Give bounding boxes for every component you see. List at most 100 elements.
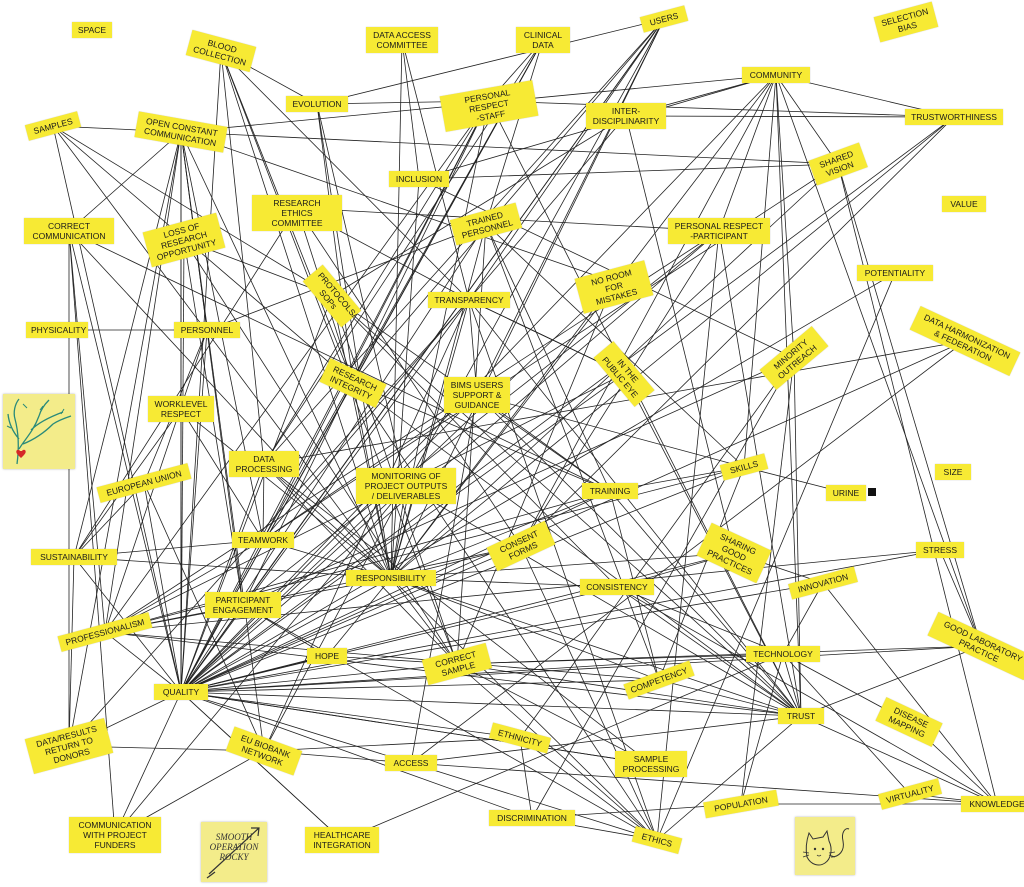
note-stress: STRESS xyxy=(916,542,964,558)
edge-prpart-ethics xyxy=(656,230,720,841)
edge-potentiality-quality xyxy=(180,272,896,693)
edge-protocols-consistency xyxy=(331,295,618,588)
note-evolution: EVOLUTION xyxy=(286,96,348,112)
note-size: SIZE xyxy=(935,464,971,480)
edge-prstaff-trust xyxy=(488,100,802,717)
edge-technology-virtuality xyxy=(782,653,911,795)
edge-trust-knowledge xyxy=(800,715,998,805)
edge-samples-integrity xyxy=(52,125,354,384)
edge-transparency-dataresults xyxy=(68,299,470,747)
note-consistency: CONSISTENCY xyxy=(580,579,654,595)
edge-partengage-quality xyxy=(180,604,244,693)
edge-personnel-trained xyxy=(206,223,487,331)
edge-dac-inclusion xyxy=(401,39,420,180)
edge-glp-trust xyxy=(800,645,982,717)
edge-trust-ethics xyxy=(656,715,802,841)
edge-evolution-responsibility xyxy=(316,103,392,579)
edge-integrity-training xyxy=(352,382,611,492)
edge-blood-transparency xyxy=(220,50,470,301)
edge-noroom-occ xyxy=(180,131,615,283)
edge-professionalism-quality xyxy=(104,631,182,693)
edge-users-transparency xyxy=(468,18,665,301)
edge-community-prpart xyxy=(718,74,777,232)
edge-publiceye-quality xyxy=(180,373,625,693)
edge-eu-eubiobank xyxy=(143,482,265,752)
note-potentiality: POTENTIALITY xyxy=(857,265,933,281)
edge-clinical-trained xyxy=(485,39,544,225)
note-prpart: PERSONAL RESPECT -PARTICIPANT xyxy=(668,218,770,244)
edge-community-shared xyxy=(775,74,839,165)
edge-bims-skills xyxy=(476,394,745,468)
edge-sustain-responsibility xyxy=(73,556,392,579)
edge-inter-teamwork xyxy=(262,115,627,541)
edge-users-bims xyxy=(476,18,665,396)
edge-transparency-responsibility xyxy=(390,299,470,579)
edge-dataproc-quality xyxy=(180,463,265,693)
edge-trust-access xyxy=(410,715,802,764)
edge-inclusion-minority xyxy=(418,178,795,359)
edge-dataproc-sampleproc xyxy=(263,463,652,765)
edge-innovation-technology xyxy=(782,582,824,655)
edge-protocols-quality xyxy=(180,295,333,693)
edge-responsibility-trust xyxy=(390,577,802,717)
note-sustain: SUSTAINABILITY xyxy=(31,549,117,565)
note-access: ACCESS xyxy=(385,755,437,771)
edge-prpart-trust xyxy=(718,230,802,717)
note-teamwork: TEAMWORK xyxy=(232,532,294,548)
note-partengage: PARTICIPANT ENGAGEMENT xyxy=(205,592,281,618)
edge-blood-quality xyxy=(180,50,222,693)
edge-monitoring-trust xyxy=(405,485,802,717)
edge-partengage-ethics xyxy=(242,604,658,841)
note-hope: HOPE xyxy=(307,648,347,664)
edge-sampleproc-quality xyxy=(180,691,652,765)
edge-dataproc-responsibility xyxy=(263,463,392,579)
edge-sustain-dataresults xyxy=(68,556,75,747)
note-space: SPACE xyxy=(72,22,112,38)
edge-technology-trust xyxy=(782,653,802,717)
edge-community-trust xyxy=(775,74,802,717)
edge-dataharm-dataproc xyxy=(263,340,966,465)
edge-minority-partengage xyxy=(242,357,795,606)
note-monitoring: MONITORING OF PROJECT OUTPUTS / DELIVERA… xyxy=(356,468,456,504)
edge-rec-consent xyxy=(296,207,522,547)
edge-healthcare-quality xyxy=(180,691,343,841)
edge-consistency-technology xyxy=(616,586,784,655)
edge-training-responsibility xyxy=(390,490,611,579)
cat-sketch-note xyxy=(795,817,855,875)
edge-training-professionalism xyxy=(104,490,611,633)
note-value: VALUE xyxy=(942,196,986,212)
edge-quality-ethnicity xyxy=(180,691,521,739)
edge-responsibility-correctsample xyxy=(390,577,458,665)
cat-sketch-icon xyxy=(802,828,850,866)
edge-trustw-consent xyxy=(520,116,955,547)
edge-trained-correctsample xyxy=(456,223,487,665)
edge-clinical-teamwork xyxy=(262,39,544,541)
edge-technology-population xyxy=(740,653,784,805)
edge-transparency-trust xyxy=(468,299,802,717)
edge-users-evolution xyxy=(316,18,665,105)
edge-potentiality-ethics xyxy=(656,272,896,841)
edge-sharing-responsibility xyxy=(390,552,735,579)
edge-stress-professionalism xyxy=(104,549,941,633)
note-quality: QUALITY xyxy=(154,684,208,700)
smooth-operation-text: SMOOTH OPERATION ROCKY xyxy=(209,832,259,862)
edge-worklevel-responsibility xyxy=(180,408,392,579)
edge-users-integrity xyxy=(352,18,665,384)
edge-correctsample-ethics xyxy=(456,663,658,841)
arrows-sketch-icon xyxy=(206,827,260,879)
tree-sketch-icon xyxy=(6,398,72,465)
edge-occ-professionalism xyxy=(104,131,182,633)
edge-noroom-correctsample xyxy=(456,281,615,665)
edge-eu-quality xyxy=(143,482,182,693)
smooth-operation-sketch-note: SMOOTH OPERATION ROCKY xyxy=(201,822,267,882)
edge-competency-quality xyxy=(180,679,660,693)
note-knowledge: KNOWLEDGE xyxy=(961,796,1024,812)
edge-consent-quality xyxy=(180,545,522,693)
edge-protocols-responsibility xyxy=(331,295,392,579)
edge-professionalism-competency xyxy=(104,631,660,681)
edge-responsibility-quality xyxy=(180,577,392,693)
edge-inter-protocols xyxy=(331,115,627,297)
note-transparency: TRANSPARENCY xyxy=(428,292,510,308)
edge-eubiobank-ethnicity xyxy=(263,737,521,752)
note-dataproc: DATA PROCESSING xyxy=(229,451,299,477)
